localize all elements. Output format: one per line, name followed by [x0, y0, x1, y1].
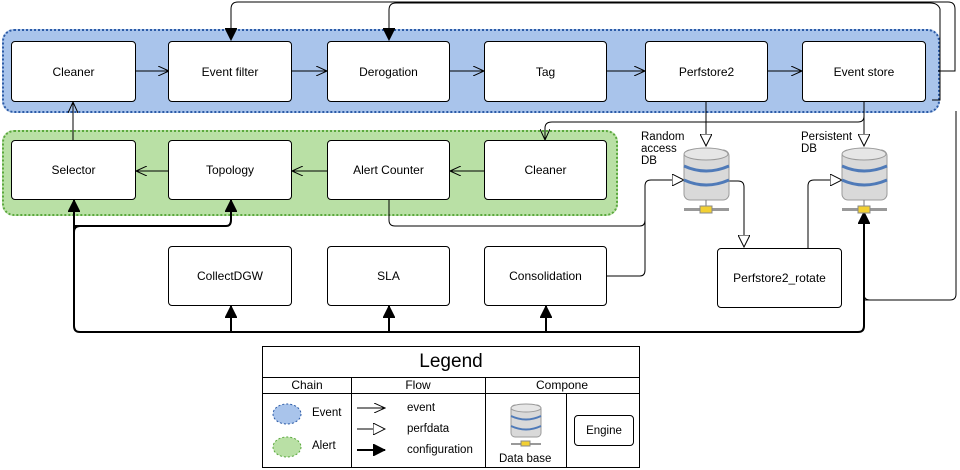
node-perfstore2[interactable]: Perfstore2: [645, 41, 768, 102]
arrow-eventstore-to-filter: [231, 1, 956, 72]
config-bus: [73, 200, 864, 333]
arrow-eventstore-to-derogation: [389, 2, 941, 101]
db-label-line: Random: [641, 131, 685, 143]
node-event-filter[interactable]: Event filter: [168, 41, 292, 102]
legend-database-icon: [510, 403, 542, 447]
node-cleaner-event[interactable]: Cleaner: [11, 41, 136, 102]
legend-flow-perfdata-label: perfdata: [407, 423, 450, 435]
node-selector[interactable]: Selector: [11, 140, 136, 200]
legend-col-chain: Chain: [263, 377, 351, 394]
legend-symbols: [272, 347, 542, 458]
db-label-line: Persistent: [801, 131, 853, 143]
legend-database-label: Data base: [499, 453, 552, 465]
legend-col-flow: Flow: [351, 377, 485, 394]
random-access-db-icon: [683, 147, 730, 214]
random-access-db-label: Random access DB: [641, 131, 684, 167]
node-consolidation[interactable]: Consolidation: [484, 246, 607, 306]
perf-consolidation-to-randomdb: [607, 180, 684, 277]
legend-flow-configuration-label: configuration: [407, 444, 473, 456]
legend-col-component: Compone: [485, 377, 639, 394]
node-cleaner-alert[interactable]: Cleaner: [484, 140, 607, 200]
legend-divider: [351, 377, 352, 467]
db-label-line: DB: [801, 143, 817, 155]
node-perfstore2-rotate[interactable]: Perfstore2_rotate: [717, 248, 842, 308]
legend-divider: [485, 377, 486, 467]
node-sla[interactable]: SLA: [327, 246, 450, 306]
node-collectdgw[interactable]: CollectDGW: [168, 246, 292, 306]
node-derogation[interactable]: Derogation: [327, 41, 450, 102]
perf-randomdb-to-rotate: [729, 180, 744, 247]
perf-rotate-to-persistentdb: [807, 180, 842, 248]
legend-event-label: Event: [312, 407, 342, 419]
perf-alertcounter-to-randomdb: [388, 200, 646, 227]
legend-alert-swatch: [272, 436, 302, 458]
node-tag[interactable]: Tag: [484, 41, 607, 102]
persistent-side-loop: [864, 111, 957, 301]
legend-flow-event-label: event: [407, 402, 436, 414]
persistent-db-icon: [841, 147, 888, 214]
legend-event-swatch: [272, 403, 302, 425]
legend: Legend Chain Flow Compone: [262, 346, 640, 468]
legend-engine-box: Engine: [574, 415, 634, 446]
legend-title: Legend: [263, 347, 639, 378]
db-label-line: access: [641, 143, 677, 155]
node-event-store[interactable]: Event store: [802, 41, 926, 102]
legend-divider: [566, 393, 567, 467]
persistent-db-label: Persistent DB: [801, 131, 852, 155]
db-label-line: DB: [641, 155, 657, 167]
node-alert-counter[interactable]: Alert Counter: [327, 140, 450, 200]
node-topology[interactable]: Topology: [168, 140, 292, 200]
legend-alert-label: Alert: [312, 440, 336, 452]
config-to-topology: [73, 200, 231, 233]
